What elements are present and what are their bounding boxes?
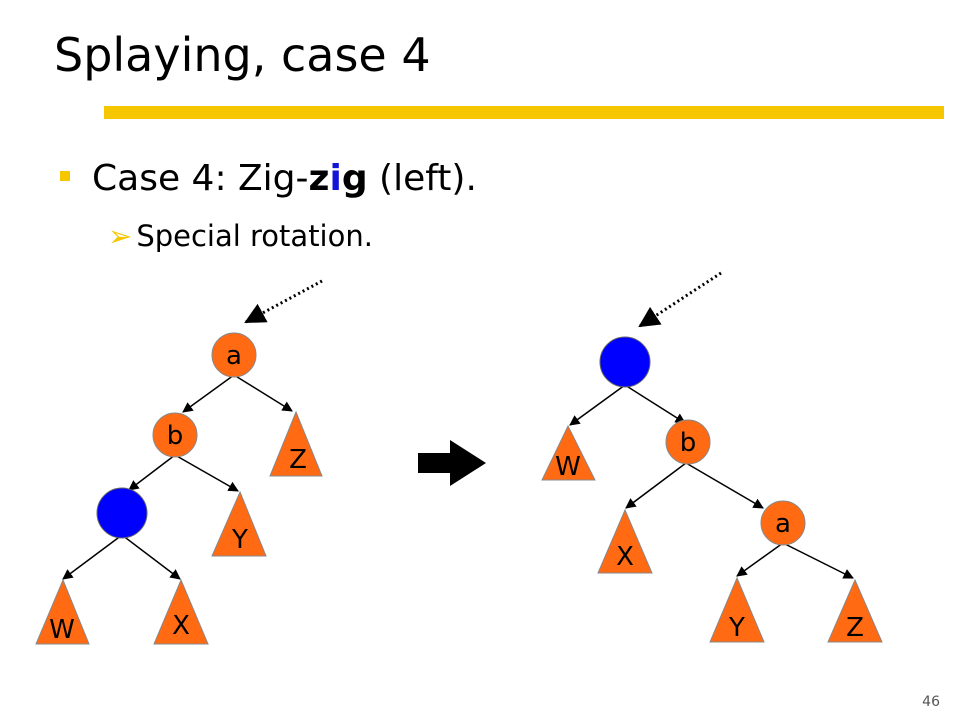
after-node-b-label: b xyxy=(680,428,697,458)
before-subtree-z xyxy=(269,410,323,477)
after-subtree-y-label: Y xyxy=(728,613,745,643)
after-tree: b a W X Y Z xyxy=(541,271,883,643)
before-subtree-x xyxy=(153,578,209,645)
edge-blue-x xyxy=(121,534,181,580)
before-subtree-y-label: Y xyxy=(231,525,248,555)
sub-bullet-text: Special rotation. xyxy=(136,219,373,253)
before-subtree-y xyxy=(211,490,267,557)
bullet-case-4: Case 4: Zig-zig (left). xyxy=(60,158,477,199)
after-subtree-x xyxy=(597,508,653,574)
page-number: 46 xyxy=(922,694,940,710)
title-underline-bar xyxy=(104,106,944,119)
edge-b-blue xyxy=(128,454,176,491)
before-node-a xyxy=(211,332,257,378)
before-node-splayed xyxy=(96,487,148,539)
sub-bullet: ➢Special rotation. xyxy=(108,219,373,253)
before-pointer-arrow xyxy=(244,279,323,324)
after-node-splayed xyxy=(599,336,651,388)
before-subtree-z-label: Z xyxy=(289,445,307,475)
edge-b-x-after xyxy=(625,462,687,509)
slide-title: Splaying, case 4 xyxy=(54,28,431,82)
edge-blue-w xyxy=(62,534,123,580)
after-subtree-z xyxy=(827,578,883,643)
bullet-bold-z: z xyxy=(308,158,330,199)
after-subtree-x-label: X xyxy=(616,542,634,572)
after-subtree-w xyxy=(541,424,596,481)
before-subtree-x-label: X xyxy=(172,611,190,641)
before-subtree-w xyxy=(35,578,90,645)
after-node-a-label: a xyxy=(775,509,791,539)
edge-a-z-after xyxy=(782,542,854,579)
after-pointer-arrow xyxy=(638,271,722,328)
before-tree: a b Z Y W X xyxy=(35,279,323,645)
edge-a-z xyxy=(233,374,293,412)
after-node-a xyxy=(760,500,806,546)
bullet-bold-g: g xyxy=(341,158,368,199)
edge-blue-b-after xyxy=(624,384,686,424)
transform-arrow-icon xyxy=(418,440,486,486)
before-subtree-w-label: W xyxy=(49,615,75,645)
before-node-a-label: a xyxy=(226,341,242,371)
before-node-b-label: b xyxy=(167,421,184,451)
edge-a-b xyxy=(182,374,235,413)
after-subtree-z-label: Z xyxy=(846,613,864,643)
bullet-bold-i: i xyxy=(329,158,342,199)
bullet-text-prefix: Case 4: Zig- xyxy=(92,158,309,199)
after-subtree-w-label: W xyxy=(555,452,581,482)
after-node-b xyxy=(665,419,711,465)
bullet-text-suffix: (left). xyxy=(367,158,477,199)
edge-b-a-after xyxy=(685,462,764,509)
edge-b-y xyxy=(174,454,239,492)
before-node-b xyxy=(152,412,198,458)
edge-blue-w-after xyxy=(569,384,626,426)
bullet-square-icon xyxy=(60,171,70,181)
arrow-bullet-icon: ➢ xyxy=(108,219,133,253)
after-subtree-y xyxy=(709,576,765,643)
edge-a-y-after xyxy=(736,542,784,577)
